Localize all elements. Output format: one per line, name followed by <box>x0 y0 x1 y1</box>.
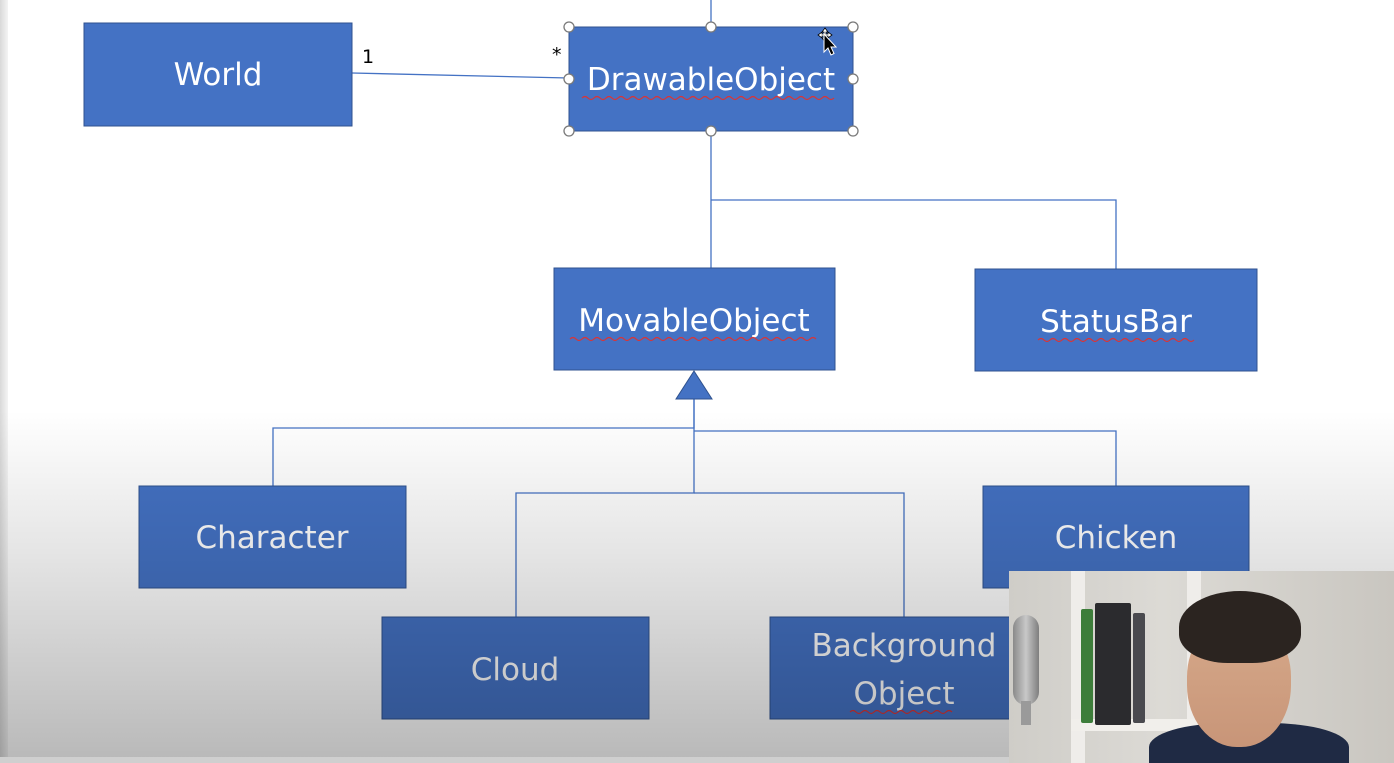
class-label-movable-object: MovableObject <box>578 303 809 339</box>
connector-background-object[interactable] <box>694 492 905 617</box>
slide-bottom-edge <box>0 757 1394 763</box>
class-label-chicken: Chicken <box>1055 520 1178 556</box>
microphone <box>1013 615 1039 705</box>
binder-green <box>1081 609 1093 723</box>
class-label-background-object-line2: Object <box>854 676 955 712</box>
class-box-character[interactable]: Character <box>138 485 407 589</box>
connector-chicken[interactable] <box>694 430 1117 486</box>
connector-cloud[interactable] <box>515 399 695 617</box>
spellcheck-squiggle <box>581 95 835 101</box>
class-label-cloud: Cloud <box>471 652 560 688</box>
class-label-background-object-line1: Background <box>812 628 997 664</box>
class-label-status-bar: StatusBar <box>1040 304 1192 340</box>
class-box-background-object[interactable]: Background Object <box>769 616 1039 720</box>
binder-black <box>1095 603 1131 725</box>
connector-statusbar[interactable] <box>711 199 1117 269</box>
spellcheck-squiggle <box>569 336 817 342</box>
selection-handles[interactable] <box>563 21 859 137</box>
inheritance-arrowhead <box>675 370 713 400</box>
webcam-video-overlay <box>1009 571 1394 763</box>
microphone-stand <box>1021 701 1031 725</box>
person-hair <box>1179 591 1301 663</box>
multiplicity-drawable: * <box>552 44 562 66</box>
class-label-drawable-object: DrawableObject <box>587 62 835 98</box>
spellcheck-squiggle <box>1037 337 1195 343</box>
association-line[interactable] <box>351 72 570 79</box>
class-box-world[interactable]: World <box>83 22 353 127</box>
binder-grey <box>1133 613 1145 723</box>
class-box-movable-object[interactable]: MovableObject <box>553 267 836 371</box>
class-label-character: Character <box>195 520 348 556</box>
multiplicity-world: 1 <box>362 46 374 68</box>
class-box-status-bar[interactable]: StatusBar <box>974 268 1258 372</box>
move-cursor-icon <box>817 27 838 56</box>
class-box-cloud[interactable]: Cloud <box>381 616 650 720</box>
spellcheck-squiggle <box>849 709 953 715</box>
connector-character[interactable] <box>272 399 695 486</box>
slide-left-edge <box>0 0 8 763</box>
class-box-drawable-object[interactable]: DrawableObject <box>568 26 854 132</box>
class-label-world: World <box>174 57 263 93</box>
